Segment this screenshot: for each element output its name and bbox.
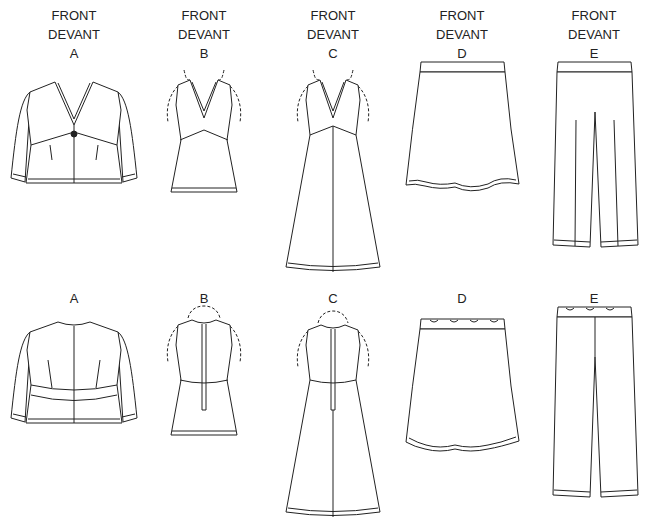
view-label: FRONT [440, 8, 485, 23]
dress-back [286, 311, 380, 517]
view-label: FRONT [52, 8, 97, 23]
pants-front [553, 62, 638, 247]
view-label: FRONT [572, 8, 617, 23]
view-label: DEVANT [568, 27, 620, 42]
view-label: C [328, 46, 337, 61]
view-label: B [200, 46, 209, 61]
view-label: A [70, 291, 79, 306]
top-front [167, 70, 240, 192]
view-label: DEVANT [436, 27, 488, 42]
view-label: DEVANT [307, 27, 359, 42]
view-label: A [70, 46, 79, 61]
view-label: DEVANT [178, 27, 230, 42]
view-label: FRONT [182, 8, 227, 23]
view-label: C [328, 291, 337, 306]
view-label: D [457, 46, 466, 61]
skirt-back [406, 319, 519, 451]
view-label: D [457, 291, 466, 306]
view-label: FRONT [311, 8, 356, 23]
pants-back [553, 307, 638, 497]
jacket-back [11, 322, 137, 423]
view-label: E [590, 46, 599, 61]
view-label: DEVANT [48, 27, 100, 42]
top-back [167, 306, 240, 435]
view-label: B [200, 291, 209, 306]
view-label: E [590, 291, 599, 306]
jacket-front [11, 82, 137, 183]
skirt-front [406, 62, 519, 191]
dress-front [286, 70, 380, 272]
